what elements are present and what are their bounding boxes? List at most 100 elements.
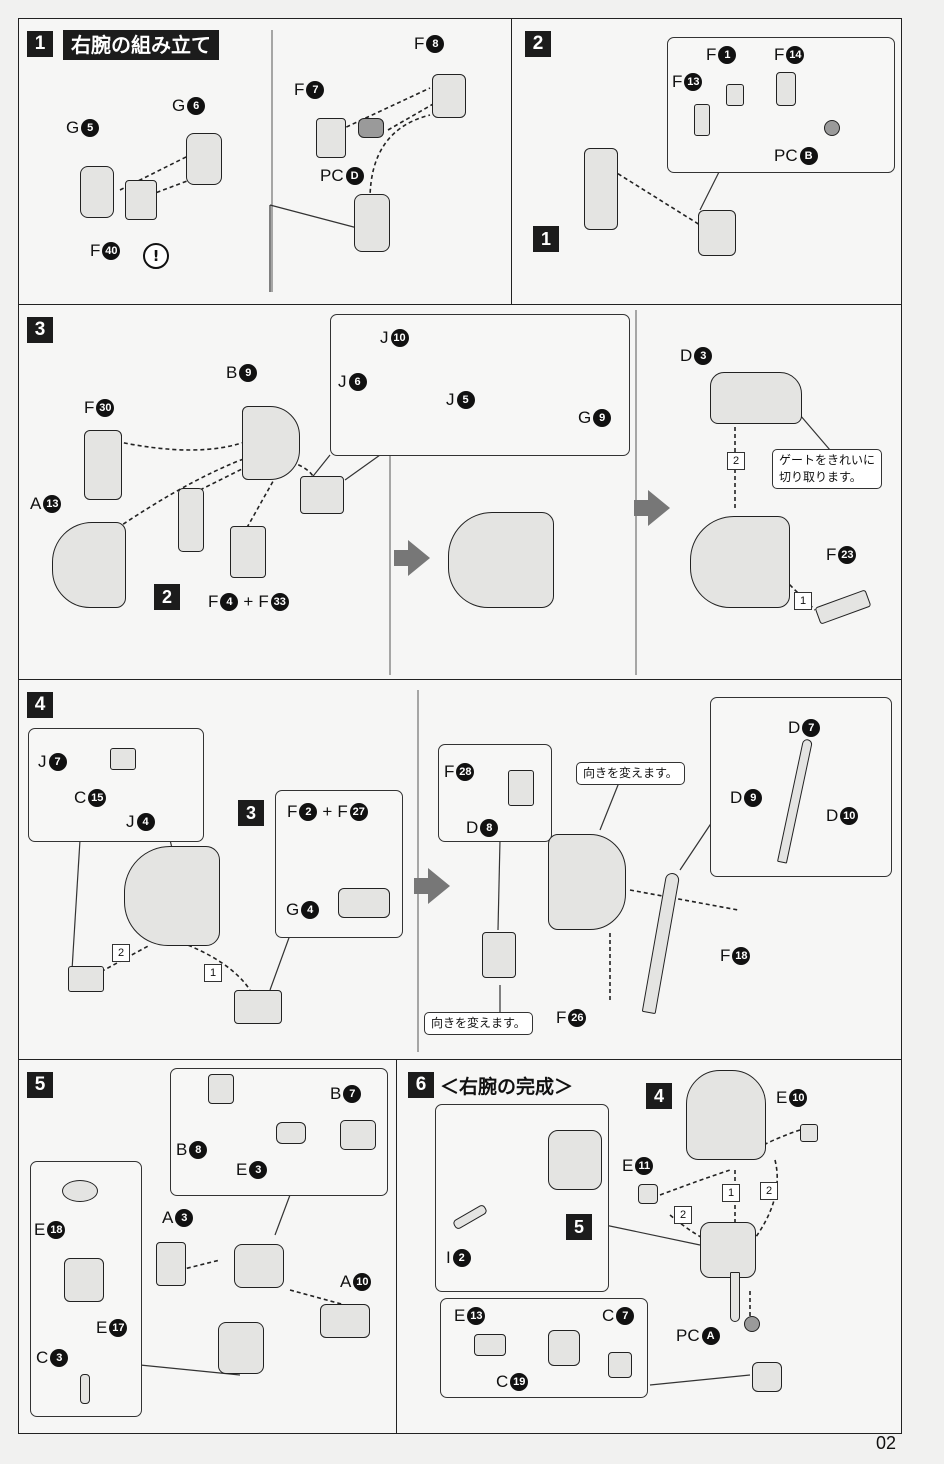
arm-part-illustration — [234, 990, 282, 1024]
reference-step-5: 5 — [566, 1214, 592, 1240]
polycap-illustration — [744, 1316, 760, 1332]
step-3-detail-box — [330, 314, 630, 456]
part-number-badge: 33 — [270, 593, 289, 611]
part-label-j4: J 4 — [126, 812, 155, 832]
part-number-badge: 11 — [635, 1157, 654, 1175]
part-label-e18: E 18 — [34, 1220, 66, 1240]
next-arrow-body — [634, 500, 650, 516]
part-label-e17: E 17 — [96, 1318, 128, 1338]
arm-part-illustration — [474, 1334, 506, 1356]
part-label-j5: J 5 — [446, 390, 475, 410]
part-label-j10: J 10 — [380, 328, 409, 348]
part-number-badge: 30 — [96, 399, 115, 417]
arm-part-illustration — [548, 1130, 602, 1190]
part-tree-letter: PC — [774, 146, 798, 165]
part-label-f26: F 26 — [556, 1008, 587, 1028]
arm-part-illustration — [208, 1074, 234, 1104]
turn-around-note: 向きを変えます。 — [576, 762, 685, 785]
part-label-c19: C 19 — [496, 1372, 529, 1392]
part-number-badge: 13 — [684, 73, 703, 91]
arm-part-illustration — [694, 104, 710, 136]
arm-part-illustration — [110, 748, 136, 770]
part-number-badge: 10 — [353, 1273, 372, 1291]
part-label-c7: C 7 — [602, 1306, 635, 1326]
part-label-f23: F 23 — [826, 545, 857, 565]
part-tree-letter: F — [444, 762, 455, 781]
part-number-badge: 7 — [616, 1307, 635, 1325]
arm-part-illustration — [230, 526, 266, 578]
part-label-d3: D 3 — [680, 346, 713, 366]
arm-part-illustration — [234, 1244, 284, 1288]
part-number-badge: 7 — [48, 753, 67, 771]
part-number-badge: 4 — [136, 813, 155, 831]
part-tree-letter: C — [74, 788, 87, 807]
part-label-f14: F 14 — [774, 45, 805, 65]
part-tree-letter: F — [414, 34, 425, 53]
part-tree-letter: F — [84, 398, 95, 417]
part-label-a13: A 13 — [30, 494, 62, 514]
next-arrow-icon — [408, 540, 430, 576]
arm-part-illustration — [432, 74, 466, 118]
part-tree-letter: E — [236, 1160, 248, 1179]
polycap-illustration — [358, 118, 384, 138]
page-number: 02 — [875, 1433, 896, 1453]
step-5-number: 5 — [27, 1072, 53, 1098]
arm-part-illustration — [186, 133, 222, 185]
part-number-badge: 9 — [239, 364, 258, 382]
part-tree-letter: J — [446, 390, 455, 409]
part-number-badge: 8 — [189, 1141, 208, 1159]
part-number-badge: 13 — [467, 1307, 486, 1325]
part-number-badge: A — [701, 1327, 720, 1345]
next-arrow-icon — [648, 490, 670, 526]
part-label-b9: B 9 — [226, 363, 258, 383]
part-label-f18: F 18 — [720, 946, 751, 966]
part-tree-letter: A — [340, 1272, 352, 1291]
part-label-g5: G 5 — [66, 118, 100, 138]
part-tree-letter: F — [556, 1008, 567, 1027]
part-label-d9: D 9 — [730, 788, 763, 808]
pin-illustration — [80, 1374, 90, 1404]
arm-part-illustration — [84, 430, 122, 500]
part-number-badge: 4 — [220, 593, 239, 611]
part-tree-letter: C — [602, 1306, 615, 1325]
sequence-2: 2 — [760, 1182, 778, 1200]
part-number-badge: 18 — [47, 1221, 66, 1239]
part-tree-letter: D — [826, 806, 839, 825]
part-label-f1: F 1 — [706, 45, 737, 65]
arm-part-illustration — [320, 1304, 370, 1338]
part-label-f2-f27: F 2 + F 27 — [287, 802, 368, 822]
part-tree-letter: PC — [676, 1326, 700, 1345]
part-number-badge: 26 — [568, 1009, 587, 1027]
blade-illustration — [730, 1272, 740, 1322]
plus-sign: + — [243, 592, 254, 611]
part-number-badge: 17 — [109, 1319, 128, 1337]
plus-sign: + — [322, 802, 333, 821]
part-number-badge: 6 — [187, 97, 206, 115]
arm-part-illustration — [698, 210, 736, 256]
part-label-g6: G 6 — [172, 96, 206, 116]
part-number-badge: 7 — [343, 1085, 362, 1103]
shoulder-assembled-illustration — [690, 516, 790, 608]
step-1-number: 1 — [27, 31, 53, 57]
sequence-2: 2 — [112, 944, 130, 962]
part-tree-letter: G — [286, 900, 300, 919]
part-number-badge: 18 — [732, 947, 751, 965]
part-tree-letter: F — [258, 592, 269, 611]
shoulder-assembled-illustration — [548, 834, 626, 930]
part-label-j6: J 6 — [338, 372, 367, 392]
part-number-badge: 4 — [301, 901, 320, 919]
part-label-f40: F 40 — [90, 241, 121, 261]
part-tree-letter: J — [126, 812, 135, 831]
part-label-c3: C 3 — [36, 1348, 69, 1368]
part-tree-letter: F — [208, 592, 219, 611]
arm-part-illustration — [178, 488, 204, 552]
part-label-f28: F 28 — [444, 762, 475, 782]
part-tree-letter: PC — [320, 166, 344, 185]
part-tree-letter: I — [446, 1248, 451, 1267]
part-number-badge: 9 — [744, 789, 763, 807]
part-tree-letter: A — [30, 494, 42, 513]
cylinder-disc-illustration — [62, 1180, 98, 1202]
part-label-f8: F 8 — [414, 34, 445, 54]
part-number-badge: 10 — [390, 329, 409, 347]
part-number-badge: 28 — [456, 763, 475, 781]
